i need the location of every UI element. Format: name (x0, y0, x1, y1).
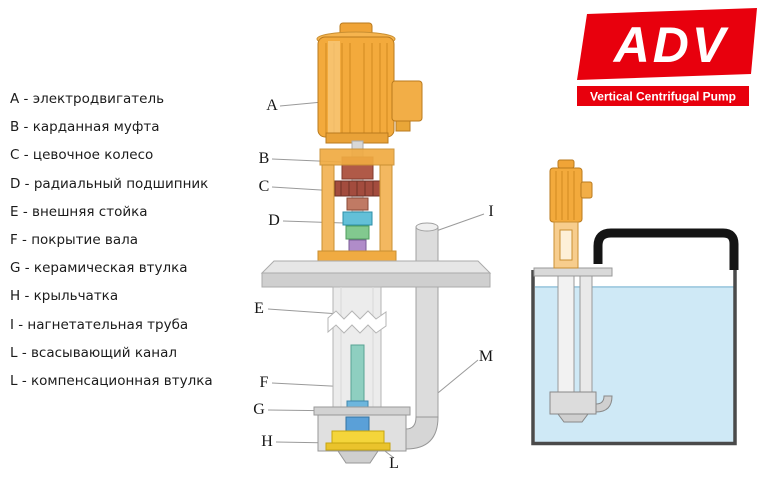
shaft-cover (350, 344, 365, 404)
legend-item-e: E - внешняя стойка (10, 203, 148, 220)
radial-bearing (342, 211, 373, 226)
legend-item-g: G - керамическая втулка (10, 260, 188, 277)
legend-item-i: I - нагнетательная труба (10, 316, 189, 333)
logo-title: ADV (612, 17, 729, 73)
callout-I: I (488, 203, 493, 220)
mounting-plate (533, 267, 613, 277)
legend-item-a: A - электродвигатель (10, 91, 165, 107)
callout-E: E (254, 300, 264, 317)
discharge-pipe (405, 222, 439, 450)
callout-C: C (259, 178, 270, 195)
legend-item-c: C - цевочное колесо (10, 147, 154, 164)
callout-M: M (479, 348, 493, 365)
impeller (331, 430, 385, 444)
callout-letters: A B C D I E M F G H L (253, 97, 493, 472)
adv-logo-svg: ADV Vertical Centrifugal Pump (577, 8, 757, 106)
lantern-housing (317, 148, 397, 262)
elbow-compensation (405, 416, 439, 450)
submerged-pump-column (549, 275, 613, 423)
legend-item-f: F - покрытие вала (10, 232, 139, 249)
pump-casing (313, 406, 411, 464)
callout-D: D (268, 212, 280, 229)
legend-item-h: H - крыльчатка (10, 288, 119, 305)
small-pump (549, 159, 593, 269)
pump-cutaway-svg: A B C D I E M F G H L (253, 22, 494, 472)
callout-H: H (261, 433, 273, 450)
electric-motor (316, 22, 423, 144)
submerged-casing (549, 391, 597, 415)
discharge-piping (593, 228, 739, 270)
callout-B: B (259, 150, 270, 167)
callout-G: G (253, 401, 265, 418)
adv-logo: ADV Vertical Centrifugal Pump (575, 6, 760, 108)
tank-walls (531, 270, 737, 446)
legend-item-d: D - радиальный подшипник (10, 175, 209, 192)
legend-item-l1: L - всасывающий канал (10, 344, 178, 361)
logo-subtitle: Vertical Centrifugal Pump (590, 90, 736, 104)
installation-diagram (520, 150, 766, 462)
legend-item-b: B - карданная муфта (10, 119, 160, 136)
break-band (327, 310, 387, 334)
callout-L: L (389, 455, 399, 472)
terminal-box (391, 80, 423, 122)
suction-channel (337, 450, 379, 464)
installation-svg (531, 159, 739, 446)
legend-item-l2: L - компенсационная втулка (10, 373, 213, 390)
parts-legend: A - электродвигатель B - карданная муфта… (10, 85, 213, 395)
logo-subtitle-bar (577, 86, 749, 106)
outer-column (327, 286, 387, 418)
callout-A: A (266, 97, 278, 114)
support-plate (260, 260, 492, 288)
pump-cutaway-diagram: A B C D I E M F G H L (240, 15, 520, 490)
callout-F: F (260, 374, 269, 391)
small-terminal-box (580, 181, 593, 199)
logo-flag-shape (577, 8, 757, 80)
